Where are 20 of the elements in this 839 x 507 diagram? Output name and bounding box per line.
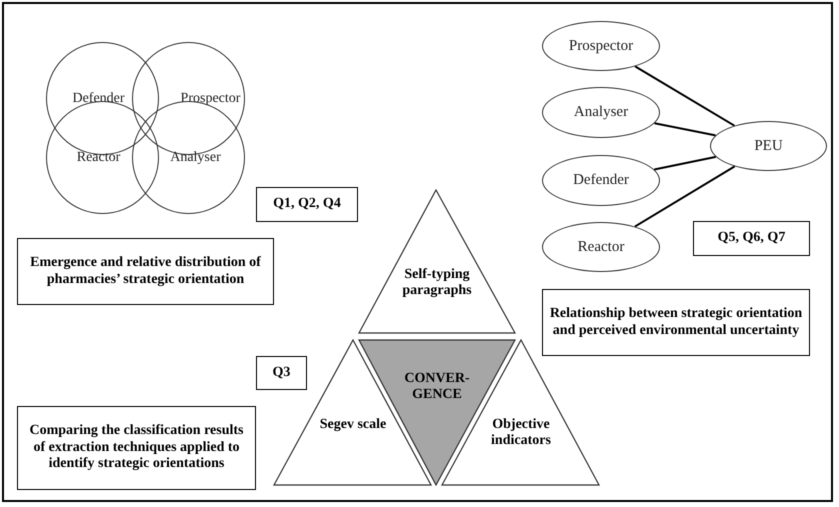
- text-box: Relationship between strategic orientation and perceived environmental uncertainty: [542, 289, 810, 356]
- text-box: Q5, Q6, Q7: [693, 221, 810, 256]
- text-box: Q3: [256, 356, 307, 390]
- triangle-label: Segev scale: [318, 417, 388, 434]
- connector-line: [654, 122, 716, 136]
- connector-line: [654, 156, 716, 170]
- triangle-label: CONVER- GENCE: [403, 371, 471, 404]
- venn-circle: Reactor: [46, 101, 159, 214]
- text-box: Emergence and relative distribution of pharmacies’ strategic orientation: [17, 238, 274, 305]
- connector-line: [634, 166, 736, 228]
- triangle-label: Objective indicators: [490, 417, 552, 450]
- ellipse-node: PEU: [710, 121, 827, 171]
- ellipse-node: Prospector: [542, 21, 660, 71]
- text-box: Comparing the classification results of extraction techniques applied to identify strategic orientations: [17, 406, 256, 490]
- ellipse-node: Reactor: [542, 222, 660, 272]
- ellipse-node: Analyser: [542, 87, 660, 138]
- connector-line: [634, 66, 735, 127]
- ellipse-node: Defender: [542, 155, 660, 206]
- triangle-label: Self-typing paragraphs: [401, 267, 473, 300]
- text-box: Q1, Q2, Q4: [256, 187, 358, 222]
